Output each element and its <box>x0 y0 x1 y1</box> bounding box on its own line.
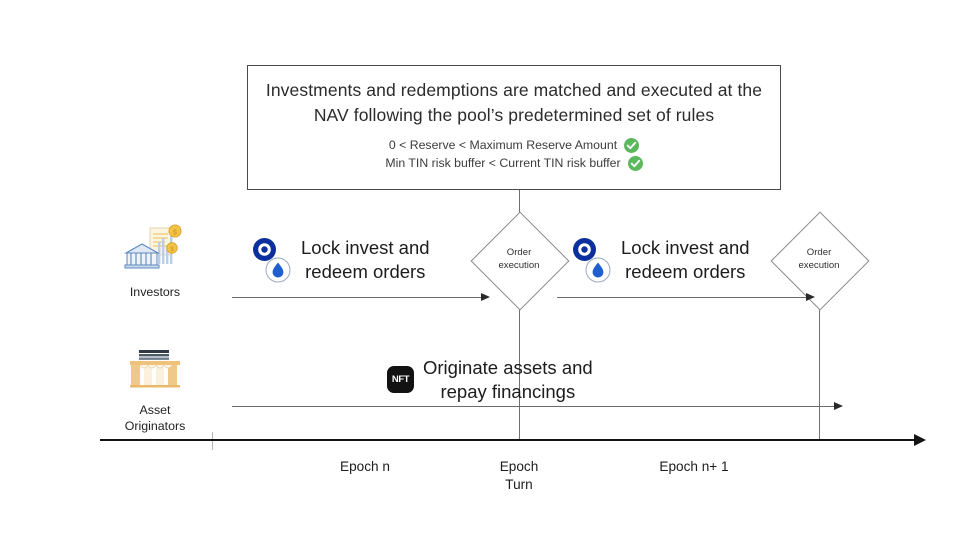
actor-label: Asset Originators <box>124 403 186 434</box>
connector-callout-to-gate1 <box>519 190 520 220</box>
gate-label: Order execution <box>498 247 540 271</box>
nft-badge-icon: NFT <box>387 366 414 394</box>
token-icons-group <box>252 237 292 283</box>
action-originate-assets: NFT Originate assets and repay financing… <box>387 356 593 403</box>
action-label: Lock invest and redeem orders <box>301 237 430 282</box>
tin-token-icon <box>585 257 611 283</box>
drop-token-icon <box>252 237 277 262</box>
timeline-arrowhead-icon <box>914 434 926 446</box>
callout-rules-list: 0 < Reserve < Maximum Reserve Amount Min… <box>385 137 643 171</box>
svg-text:$: $ <box>173 230 177 237</box>
action-lock-orders-epoch-n-plus-1: Lock invest and redeem orders <box>572 236 750 283</box>
rule-text: Min TIN risk buffer < Current TIN risk b… <box>385 156 621 171</box>
check-circle-icon <box>624 137 640 153</box>
drop-token-icon <box>572 237 597 262</box>
warehouse-icon <box>95 340 215 396</box>
gate-order-execution-1: Order execution <box>470 211 570 311</box>
callout-headline: Investments and redemptions are matched … <box>265 80 763 125</box>
rule-row: 0 < Reserve < Maximum Reserve Amount <box>388 137 640 153</box>
timeline-label-epoch-n-plus-1: Epoch n+ 1 <box>659 459 729 474</box>
tin-token-icon <box>265 257 291 283</box>
arrowhead-icon <box>834 402 843 410</box>
token-icons-group <box>572 237 612 283</box>
flow-arrow-asset-originators <box>232 406 837 407</box>
action-label: Originate assets and repay financings <box>423 357 593 402</box>
action-label: Lock invest and redeem orders <box>621 237 750 282</box>
timeline-label-epoch-turn: Epoch Turn <box>499 459 539 493</box>
flow-arrow-investors-epoch-n <box>232 297 484 298</box>
gate-label: Order execution <box>798 247 840 271</box>
actor-label: Investors <box>129 285 181 299</box>
check-circle-icon <box>627 155 643 171</box>
connector-gate2-to-axis <box>819 300 820 440</box>
arrowhead-icon <box>481 293 490 301</box>
arrowhead-icon <box>806 293 815 301</box>
rule-text: 0 < Reserve < Maximum Reserve Amount <box>388 138 618 153</box>
action-lock-orders-epoch-n: Lock invest and redeem orders <box>252 236 430 283</box>
actor-investors: $ $ Investors <box>95 222 215 300</box>
connector-gate1-to-axis <box>519 300 520 440</box>
rule-row: Min TIN risk buffer < Current TIN risk b… <box>385 155 643 171</box>
svg-text:$: $ <box>170 246 174 253</box>
timeline-label-epoch-n: Epoch n <box>340 459 390 474</box>
bank-coins-icon: $ $ <box>95 222 215 278</box>
timeline-axis <box>100 439 916 442</box>
nav-matching-callout: Investments and redemptions are matched … <box>247 65 781 190</box>
gate-order-execution-2: Order execution <box>770 211 870 311</box>
flow-arrow-investors-epoch-n-plus-1 <box>557 297 809 298</box>
actor-asset-originators: Asset Originators <box>95 340 215 434</box>
